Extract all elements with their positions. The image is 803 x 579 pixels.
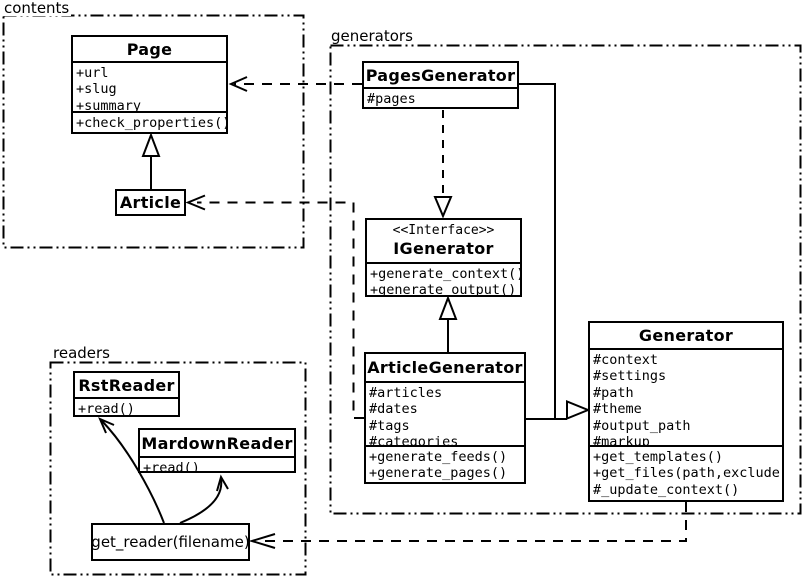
method: +get_templates() (593, 449, 724, 465)
attributes-compartment: #context #settings #path #theme #output_… (590, 350, 782, 445)
method: +read() (78, 401, 135, 415)
package-border-readers (49, 361, 307, 576)
class-box-pagesgenerator: PagesGenerator #pages (362, 61, 519, 109)
class-box-page: Page +url +slug +summary +check_properti… (71, 35, 228, 134)
inheritance-article-to-page (141, 132, 161, 189)
dependency-articlegenerator-to-article (185, 194, 364, 419)
attribute: #pages (367, 91, 416, 107)
dependency-generator-to-getreader (248, 502, 687, 549)
methods-compartment: +get_templates() +get_files(path,exclude… (590, 445, 782, 500)
attribute: +summary (76, 97, 142, 111)
attribute: #settings (593, 368, 667, 385)
method: +check_properties() (76, 115, 226, 131)
class-title: MardownReader (140, 430, 294, 458)
class-title: RstReader (75, 373, 178, 399)
methods-compartment: +read() (75, 399, 178, 415)
package-border-generators (329, 44, 802, 515)
package-label-generators: generators (329, 27, 415, 45)
attribute: #tags (369, 417, 410, 434)
package-label-contents: contents (2, 0, 72, 17)
class-box-igenerator: <<Interface>> IGenerator +generate_conte… (365, 218, 522, 297)
class-box-rstreader: RstReader +read() (73, 371, 180, 417)
method: +generate_pages() (369, 465, 508, 482)
attributes-compartment: #articles #dates #tags #categories (366, 383, 524, 445)
function-box-get-reader: get_reader(filename) (91, 523, 250, 561)
class-title: Page (73, 37, 226, 63)
attributes-compartment: +url +slug +summary (73, 63, 226, 111)
package-label-readers: readers (51, 344, 112, 362)
method: +generate_feeds() (369, 449, 508, 465)
methods-compartment: +read() (140, 458, 294, 471)
class-title: PagesGenerator (364, 63, 517, 89)
class-title: ArticleGenerator (366, 354, 524, 383)
attribute: #output_path (593, 417, 691, 434)
class-box-articlegenerator: ArticleGenerator #articles #dates #tags … (364, 352, 526, 484)
package-border-contents (2, 14, 305, 249)
method: +read() (143, 460, 200, 471)
attribute: #dates (369, 401, 418, 418)
attribute: +url (76, 65, 109, 81)
method: #_update_context() (593, 481, 740, 498)
method: +generate_output() (370, 282, 517, 295)
attribute: +slug (76, 81, 117, 98)
methods-compartment: +generate_feeds() +generate_pages() (366, 445, 524, 482)
interface-header: <<Interface>> IGenerator (367, 220, 520, 264)
class-box-generator: Generator #context #settings #path #them… (588, 321, 784, 502)
attribute: #articles (369, 385, 443, 401)
class-title: Article (119, 193, 182, 212)
stereotype-label: <<Interface>> (392, 223, 495, 238)
class-title: Generator (590, 323, 782, 350)
class-box-mardownreader: MardownReader +read() (138, 428, 296, 473)
attributes-compartment: #pages (364, 89, 517, 107)
class-box-article: Article (115, 189, 186, 216)
attribute: #markup (593, 434, 650, 445)
attribute: #theme (593, 401, 642, 418)
inheritance-generators-to-generator (519, 83, 591, 420)
method: +get_files(path,exclude) (593, 465, 782, 482)
attribute: #context (593, 352, 659, 368)
method: +generate_context() (370, 266, 520, 282)
methods-compartment: +generate_context() +generate_output() (367, 264, 520, 295)
realization-pagesgenerator-to-igenerator (433, 110, 453, 219)
dependency-pagesgenerator-to-page (228, 76, 362, 92)
realization-articlegenerator-to-igenerator (438, 295, 458, 352)
attribute: #path (593, 384, 634, 401)
arrow-getreader-to-mardownreader (179, 474, 229, 524)
methods-compartment: +check_properties() (73, 111, 226, 132)
attribute: #categories (369, 434, 459, 445)
class-title: IGenerator (393, 239, 494, 258)
